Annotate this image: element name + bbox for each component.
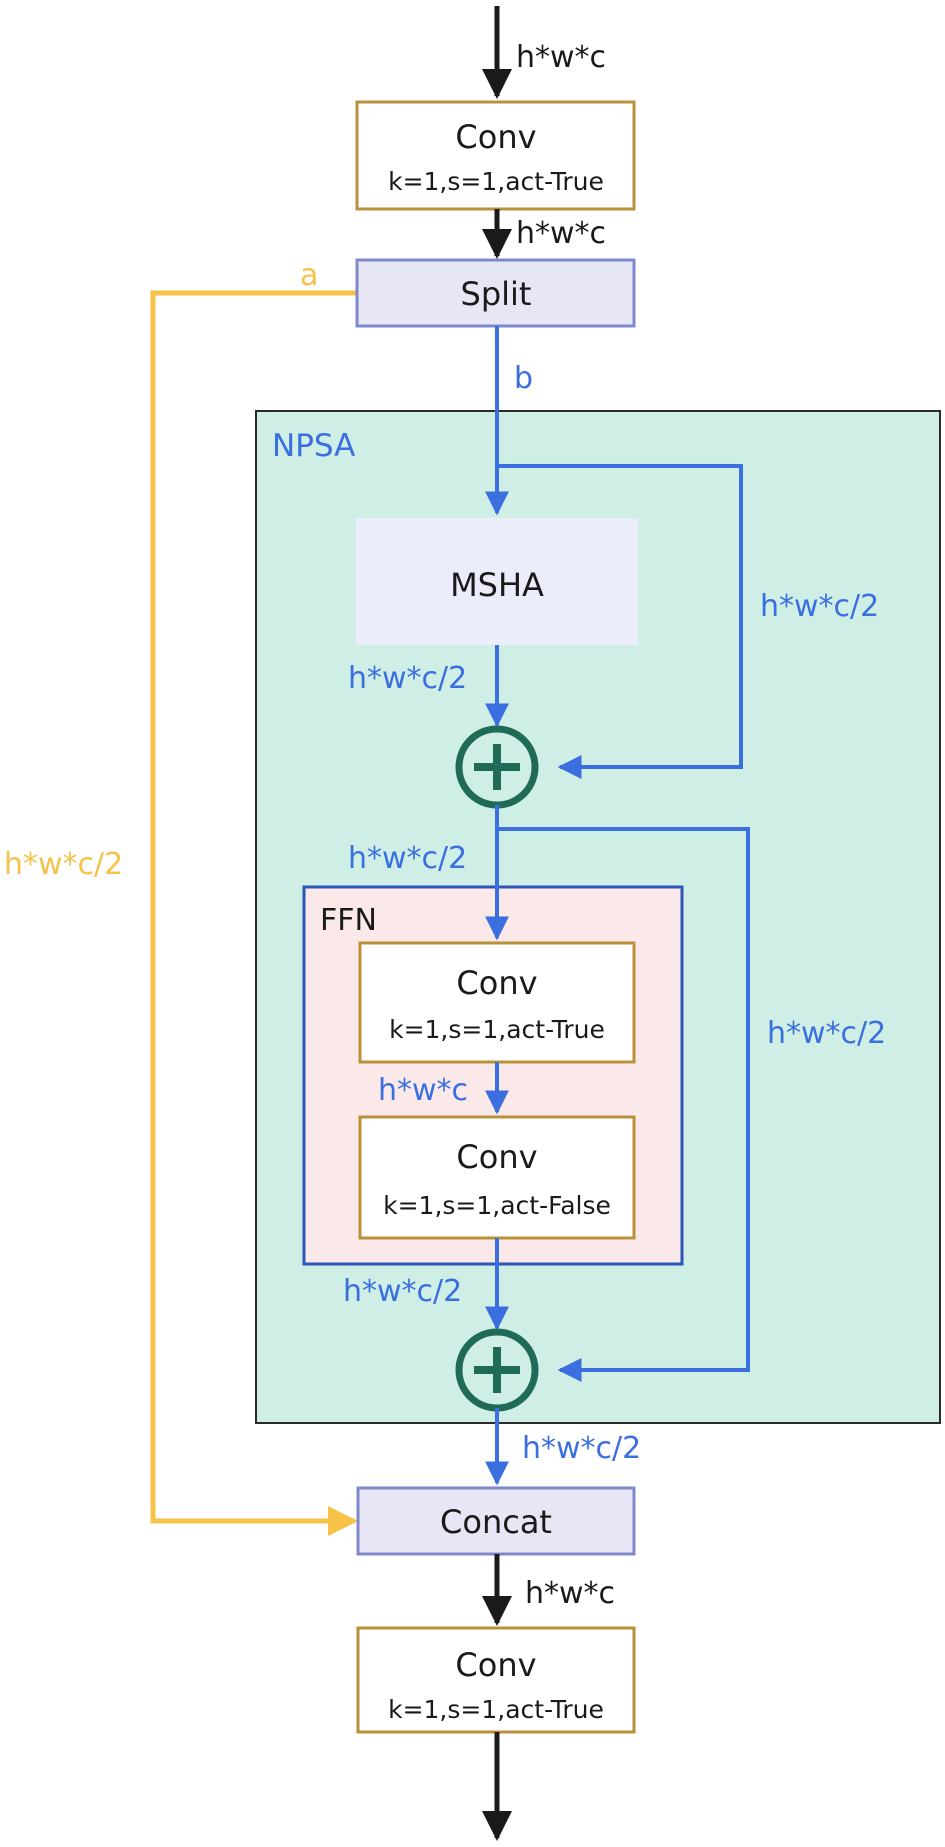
input-label: h*w*c — [516, 40, 606, 75]
ffn-title: FFN — [320, 903, 377, 938]
conv1-params: k=1,s=1,act-True — [388, 167, 604, 196]
conv-out-block — [356, 1626, 636, 1734]
branch-a-line — [150, 290, 358, 1536]
conv1-block — [355, 100, 636, 211]
ffn-out-label: h*w*c/2 — [343, 1274, 462, 1309]
add1-circle — [455, 725, 539, 809]
residual1-label: h*w*c/2 — [760, 589, 879, 624]
ffn-mid-label: h*w*c — [378, 1073, 468, 1108]
ffn-conv1-params: k=1,s=1,act-True — [389, 1015, 605, 1044]
npsa-out-label: h*w*c/2 — [522, 1431, 641, 1466]
residual2-line — [497, 827, 750, 1382]
msha-block — [356, 518, 638, 645]
residual1-line — [497, 464, 743, 779]
residual2-label: h*w*c/2 — [767, 1016, 886, 1051]
conv-out-title: Conv — [455, 1646, 536, 1684]
after-conv1-label: h*w*c — [516, 216, 606, 251]
conv-out-params: k=1,s=1,act-True — [388, 1695, 604, 1724]
ffn-conv2-title: Conv — [456, 1138, 537, 1176]
ffn-conv2-block — [358, 1115, 636, 1240]
ffn-conv1-block — [358, 941, 636, 1064]
concat-block — [356, 1486, 636, 1556]
msha-title: MSHA — [450, 566, 544, 604]
branch-a-dims-label: h*w*c/2 — [4, 847, 123, 882]
concat-out-label: h*w*c — [525, 1576, 615, 1611]
add2-circle — [455, 1328, 539, 1412]
split-title: Split — [461, 275, 532, 313]
concat-title: Concat — [440, 1503, 552, 1541]
npsa-title: NPSA — [272, 428, 355, 464]
conv1-title: Conv — [455, 118, 536, 156]
ffn-conv2-params: k=1,s=1,act-False — [383, 1191, 611, 1220]
ffn-conv1-title: Conv — [456, 964, 537, 1002]
branch-a-label: a — [300, 258, 318, 293]
branch-b-label: b — [514, 361, 533, 396]
msha-out-label: h*w*c/2 — [348, 661, 467, 696]
add1-out-label: h*w*c/2 — [348, 841, 467, 876]
